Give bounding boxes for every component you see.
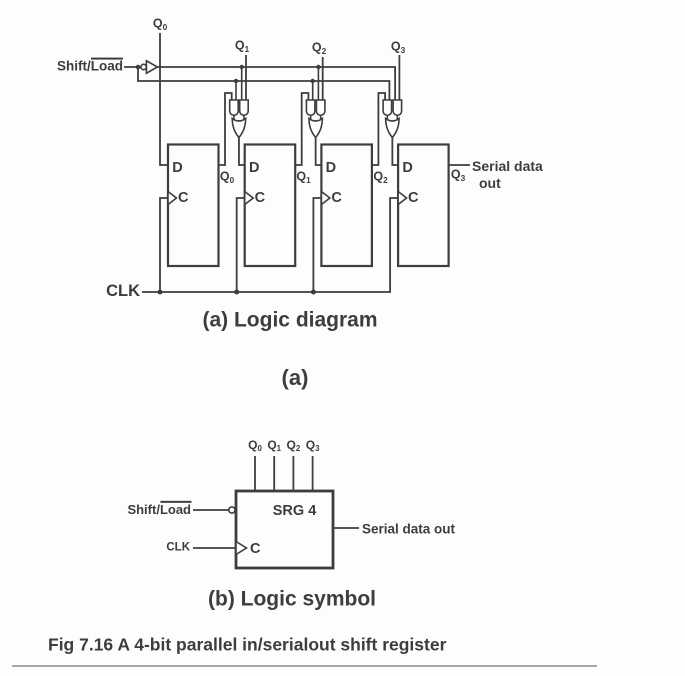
and-or-cluster-3 — [371, 92, 403, 166]
symbol-output-label-q1: Q1 — [267, 437, 282, 454]
or-gate-icon — [384, 116, 400, 139]
ff-d-label: D — [402, 159, 413, 176]
symbol-clk-label: CLK — [166, 541, 190, 554]
and-output-stubs — [233, 114, 245, 120]
and-gate-icon — [228, 99, 239, 117]
srg-box-label: SRG 4 — [272, 502, 317, 519]
junction-dot — [234, 289, 240, 295]
clock-edge-icon — [243, 189, 255, 207]
serial-data-out-line1: Serial data — [472, 158, 543, 174]
wire-q2-feedback — [371, 92, 386, 166]
and-or-cluster-2 — [295, 67, 326, 166]
symbol-output-label-q2: Q2 — [286, 437, 301, 454]
and-output-stubs — [309, 114, 322, 120]
wire-or-to-d — [391, 137, 399, 166]
ff-output-label-q0: Q0 — [219, 169, 235, 185]
parallel-input-label-q0: Q0 — [152, 16, 168, 33]
symbol-output-label-q0: Q0 — [248, 437, 262, 454]
ff-d-label: D — [248, 159, 260, 176]
wire-load-rail — [157, 66, 396, 100]
figure-caption: Fig 7.16 A 4-bit parallel in/serialout s… — [48, 634, 447, 655]
and-gate-icon — [315, 99, 326, 117]
and-output-stubs — [386, 114, 399, 120]
symbol-shift-load-label: Shift/Load — [127, 500, 191, 517]
serial-data-out-label: Serial data out — [472, 158, 543, 192]
wire-or-to-d — [314, 137, 322, 166]
ff-c-label: C — [254, 189, 266, 206]
and-gate-icon — [305, 99, 316, 117]
logic-symbol — [193, 456, 359, 570]
ff-d-label: D — [325, 159, 337, 176]
clock-edge-icon — [320, 189, 332, 207]
ff-output-label-q3: Q3 — [450, 167, 466, 184]
and-gate-icon — [392, 99, 403, 117]
wire-clk-branch — [312, 197, 322, 292]
ff-d-label: D — [172, 159, 183, 176]
serial-data-out-line2: out — [479, 175, 501, 191]
wire-q0-feedback — [218, 92, 233, 166]
parallel-input-label-q1: Q1 — [234, 38, 250, 55]
wire-or-to-d — [238, 137, 245, 166]
symbol-serial-out-label: Serial data out — [362, 520, 456, 536]
and-gate-icon — [382, 99, 393, 117]
symbol-c-label: C — [250, 540, 261, 557]
caption-b: (b) Logic symbol — [208, 587, 376, 611]
sub-caption-a: (a) — [281, 365, 309, 390]
ff-output-label-q1: Q1 — [296, 169, 311, 186]
caption-a: (a) Logic diagram — [202, 308, 378, 332]
inverter-bubble-icon — [227, 506, 236, 514]
symbol-output-label-q3: Q3 — [305, 437, 320, 454]
inverter-triangle-icon — [145, 59, 160, 75]
ff-c-label: C — [177, 189, 189, 206]
ff-c-label: C — [331, 189, 342, 206]
clk-label: CLK — [106, 281, 140, 300]
logic-diagram — [124, 33, 470, 295]
inverter-bubble-icon — [140, 63, 148, 71]
ff-c-label: C — [408, 189, 419, 206]
and-gate-icon — [238, 99, 249, 117]
or-gate-icon — [231, 116, 247, 139]
parallel-input-label-q3: Q3 — [390, 39, 406, 56]
clock-edge-icon — [397, 189, 408, 207]
wire-shift-rail — [137, 67, 391, 100]
wire-clk-rail — [142, 197, 399, 293]
wire-clk-branch — [159, 197, 168, 292]
clock-edge-icon — [167, 189, 178, 207]
wire-clk-branch — [235, 197, 245, 292]
or-gate-icon — [308, 116, 324, 139]
wire-q0-input — [159, 33, 168, 166]
parallel-input-label-q2: Q2 — [311, 40, 327, 57]
ff-output-label-q2: Q2 — [373, 169, 388, 186]
shift-load-label: Shift/Load — [57, 57, 123, 74]
wire-q1-feedback — [295, 92, 310, 166]
junction-dot — [310, 289, 316, 295]
junction-dot — [157, 289, 163, 295]
srg-box — [234, 489, 335, 570]
and-or-cluster-1 — [218, 67, 249, 166]
clock-edge-icon — [235, 540, 249, 556]
